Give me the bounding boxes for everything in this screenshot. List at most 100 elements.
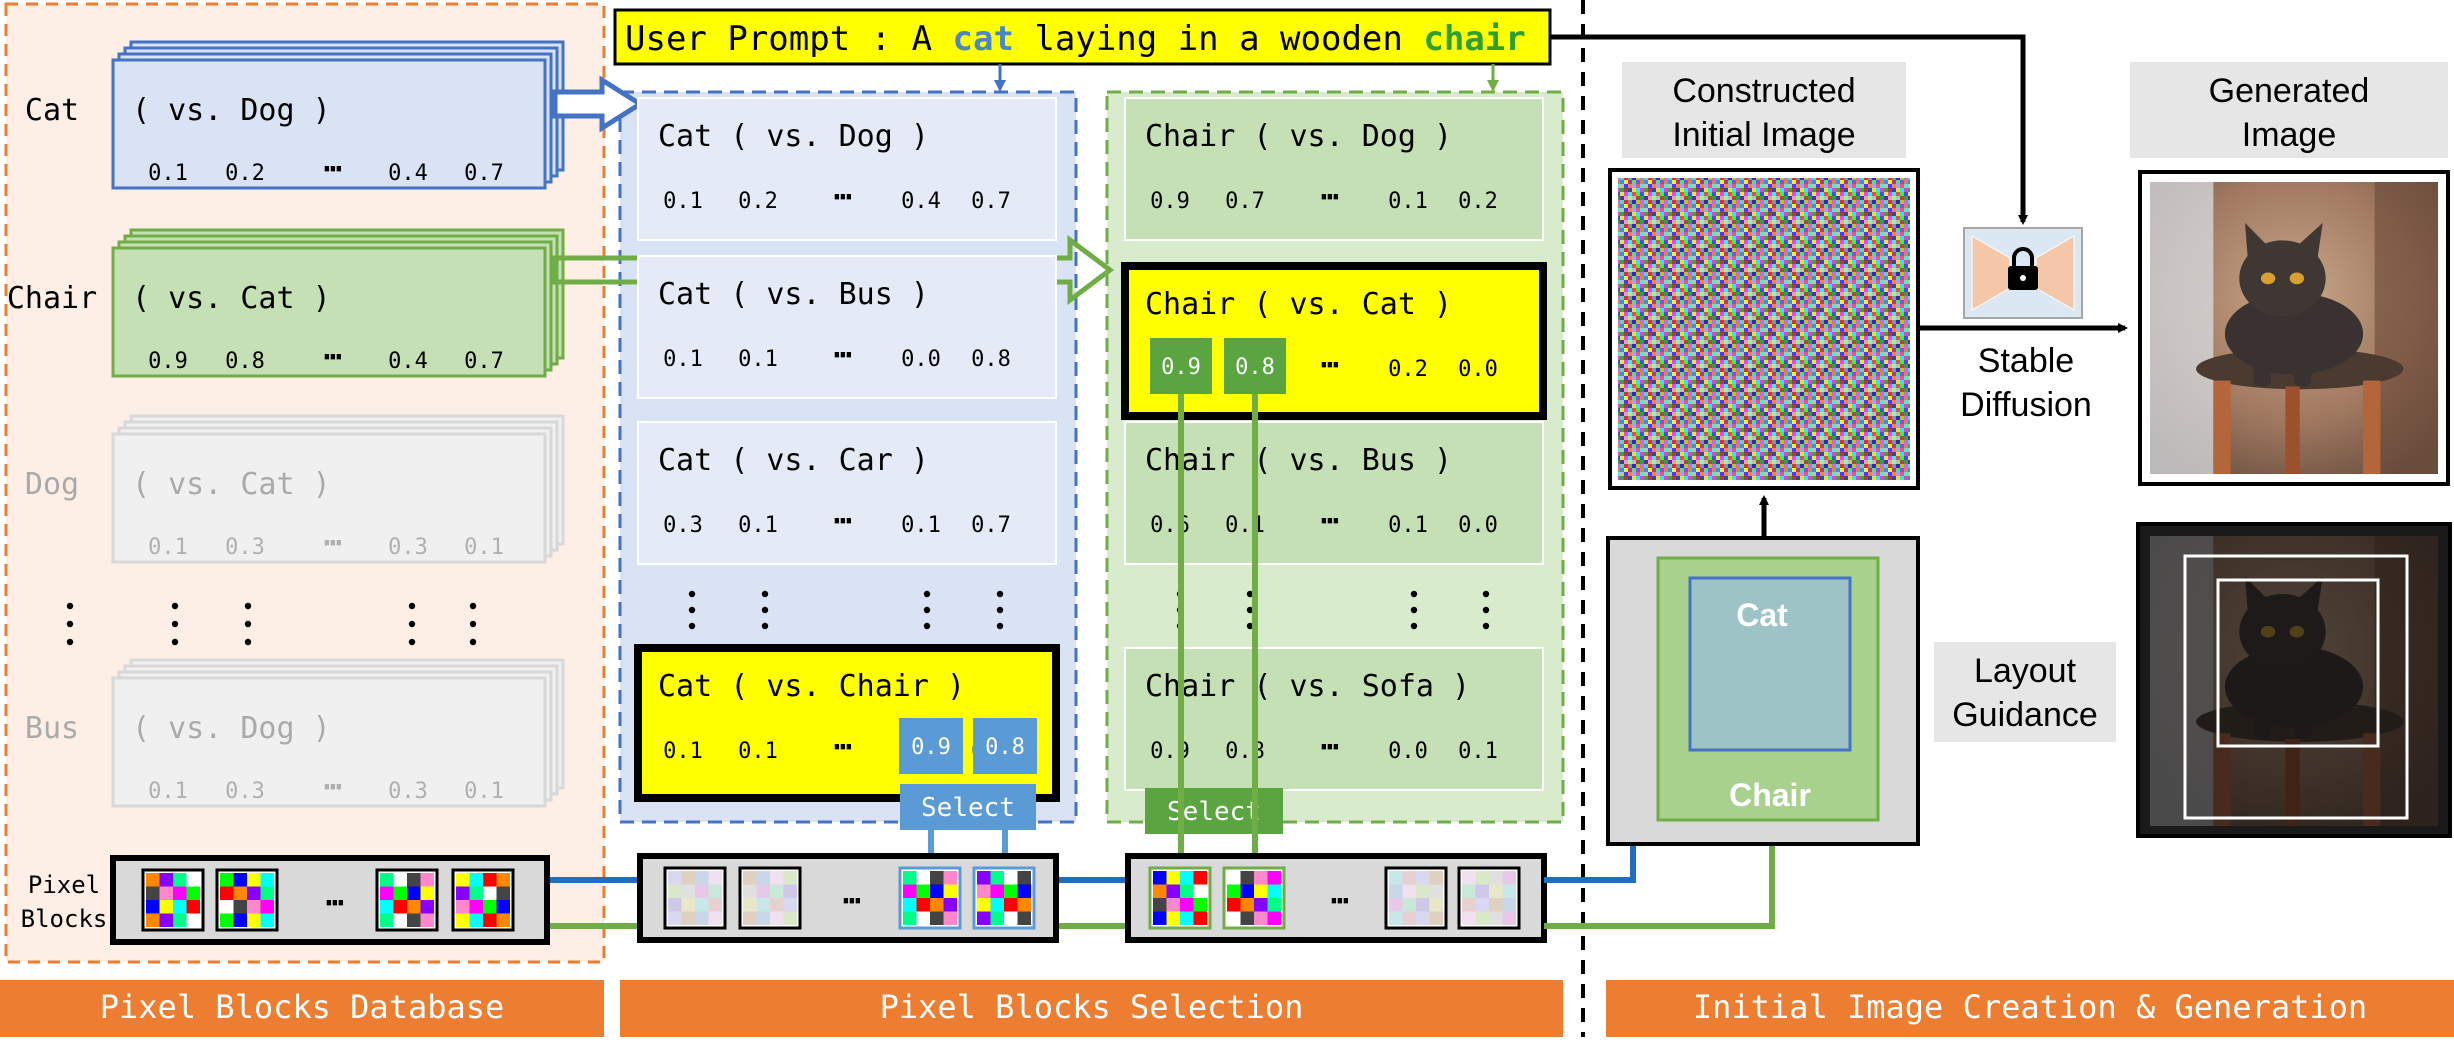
pixel-cell — [743, 911, 757, 925]
pixel-cell — [496, 900, 510, 914]
pixel-cell — [930, 871, 944, 885]
pixel-cell — [146, 873, 160, 887]
chair-vertical-dot — [1246, 606, 1254, 614]
db-value: 0.4 — [388, 161, 428, 186]
cat-eye — [2289, 272, 2305, 285]
chair-pixel-ellipsis: ⋯ — [1331, 883, 1349, 918]
pixel-cell — [743, 898, 757, 912]
pixel-cell — [903, 871, 917, 885]
db-value: 0.9 — [148, 349, 188, 374]
pixel-cell — [756, 911, 770, 925]
db-vertical-dot — [244, 620, 252, 628]
db-vertical-dot — [469, 602, 477, 610]
photo-window-light — [2150, 536, 2214, 826]
db-label: Bus — [25, 711, 79, 746]
pixel-cell — [1017, 898, 1031, 912]
chair-vertical-dot — [1246, 622, 1254, 630]
pixel-cell — [1267, 884, 1281, 898]
pixel-cell — [681, 898, 695, 912]
pixel-cell — [186, 886, 200, 900]
chair-select-badge — [1145, 788, 1283, 834]
chair-selected-value-box — [1224, 338, 1286, 394]
chair-card-title: Chair ( vs. Sofa ) — [1145, 669, 1470, 704]
pixel-cell — [977, 898, 991, 912]
chair-card-title: Chair ( vs. Bus ) — [1145, 443, 1452, 478]
pixel-cell — [695, 871, 709, 885]
pixel-cell — [1475, 871, 1489, 885]
cat-vertical-dot — [923, 622, 931, 630]
chair-selected-block — [1148, 866, 1212, 930]
cat-selected-block — [898, 866, 962, 930]
pixel-cell — [1416, 911, 1430, 925]
constructed-label-bg — [1622, 62, 1906, 158]
cat-card-value: 0.1 — [901, 513, 941, 538]
pixel-cell — [393, 913, 407, 927]
pixel-cell — [220, 873, 234, 887]
prompt-middle: laying in a wooden — [1014, 19, 1423, 59]
chair-card-box — [1124, 97, 1544, 241]
pixel-cell — [681, 884, 695, 898]
prompt-word1: cat — [953, 19, 1014, 59]
pixel-cell — [708, 911, 722, 925]
pixel-cell — [990, 898, 1004, 912]
pixel-cell — [496, 886, 510, 900]
chair-vertical-dot — [1482, 590, 1490, 598]
cat-ear — [2296, 576, 2323, 615]
pixel-cell — [496, 913, 510, 927]
pixel-cell — [1193, 898, 1207, 912]
pixel-cell — [695, 884, 709, 898]
pixel-cell — [1227, 871, 1241, 885]
lock-keyhole — [2020, 275, 2026, 281]
pixel-cell — [1227, 898, 1241, 912]
pixel-cell — [469, 900, 483, 914]
chair-selected-value: 0.9 — [1161, 355, 1201, 380]
noise-image — [1618, 178, 1910, 480]
pixel-cell — [708, 898, 722, 912]
pixel-cell — [1004, 911, 1018, 925]
cat-vertical-dot — [996, 590, 1004, 598]
cat-eye — [2260, 625, 2276, 638]
pixel-cell — [380, 900, 394, 914]
cat-card-ellipsis: ⋯ — [834, 337, 852, 372]
pixel-cell — [407, 900, 421, 914]
footer-database-bar — [0, 980, 604, 1037]
pixel-cell — [247, 900, 261, 914]
pixel-cell — [930, 884, 944, 898]
db-pixel-block — [215, 868, 279, 932]
cat-card-ellipsis: ⋯ — [834, 179, 852, 214]
pixel-cell — [930, 911, 944, 925]
db-vertical-dot — [66, 602, 74, 610]
pixel-cell — [783, 898, 797, 912]
db-value: 0.7 — [464, 161, 504, 186]
pixel-cell — [1389, 871, 1403, 885]
pixel-cell — [783, 871, 797, 885]
pixel-cell — [1153, 871, 1167, 885]
cat-card-value: 0.1 — [738, 347, 778, 372]
db-vertical-dot — [408, 602, 416, 610]
chair-card-box — [1124, 421, 1544, 565]
pixel-cell — [159, 886, 173, 900]
pixel-cell — [1402, 898, 1416, 912]
db-value: 0.7 — [464, 349, 504, 374]
stool-leg — [2285, 386, 2300, 474]
prompt-word2: chair — [1423, 19, 1525, 59]
pixel-cell — [756, 871, 770, 885]
pixel-cell — [1462, 871, 1476, 885]
pixel-cell — [456, 873, 470, 887]
chair-faded-block — [1384, 866, 1448, 930]
cat-card-value: 0.1 — [738, 739, 778, 764]
pixel-cell — [1254, 911, 1268, 925]
pixel-cell — [930, 898, 944, 912]
db-label: Chair — [7, 281, 97, 316]
db-value: 0.1 — [148, 779, 188, 804]
db-vertical-dot — [408, 620, 416, 628]
pixel-cell — [1153, 884, 1167, 898]
db-vertical-dot — [171, 638, 179, 646]
cat-ear — [2296, 222, 2323, 261]
